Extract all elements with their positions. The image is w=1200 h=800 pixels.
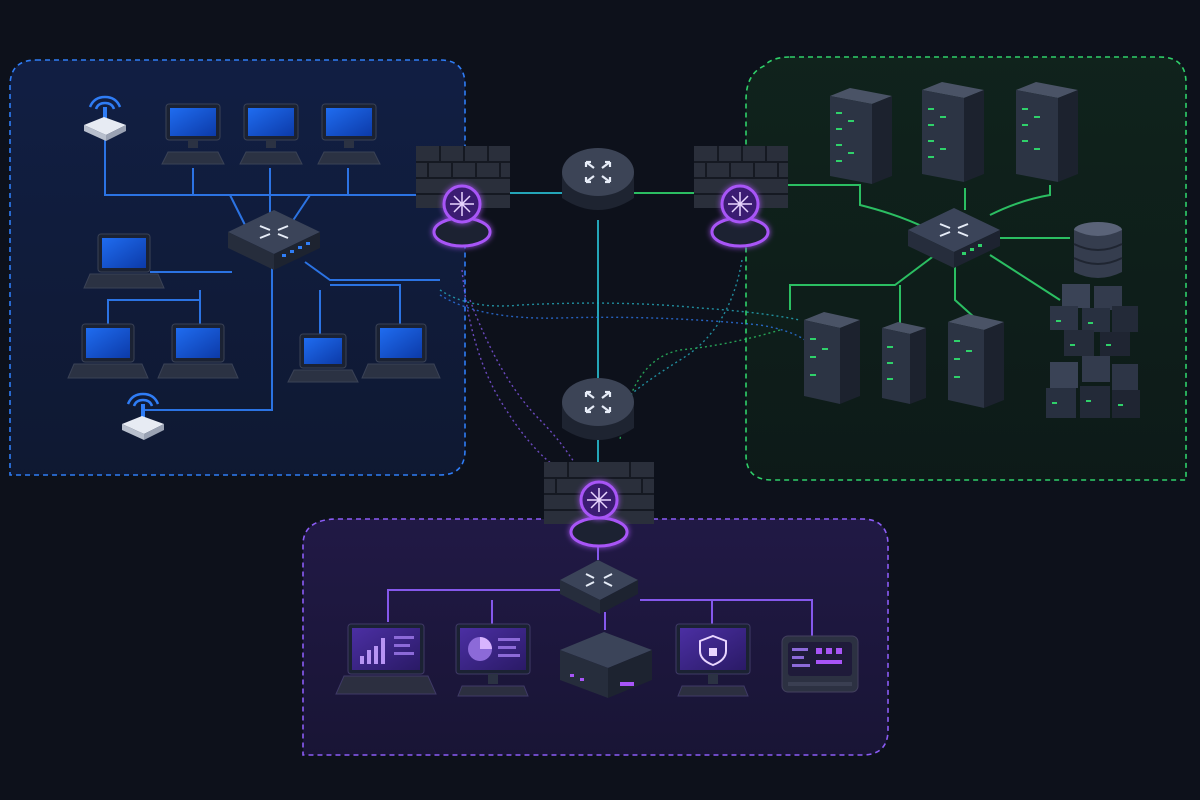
bar-graph-icon	[360, 638, 385, 664]
server-rack[interactable]	[1016, 82, 1078, 182]
router-arrows-icon	[584, 160, 612, 184]
database-icon[interactable]	[1073, 222, 1123, 278]
shield-icon	[699, 634, 727, 667]
laptop-analytics[interactable]	[335, 623, 437, 695]
switch-arrows-icon	[259, 225, 289, 239]
network-switch[interactable]	[908, 208, 1000, 268]
laptop-computer[interactable]	[157, 323, 239, 379]
desktop-security[interactable]	[675, 623, 751, 697]
network-switch[interactable]	[560, 560, 638, 614]
server-zone-links	[625, 184, 1070, 325]
router-arrows-icon	[584, 390, 612, 414]
server-rack[interactable]	[830, 88, 892, 184]
laptop-computer[interactable]	[287, 333, 359, 383]
zone-user-network	[9, 59, 466, 476]
firewall-bottom[interactable]	[544, 462, 654, 548]
shield-grid-icon	[587, 488, 611, 512]
core-router-bottom[interactable]	[562, 378, 634, 440]
control-panel[interactable]	[781, 635, 859, 693]
wifi-access-point[interactable]	[84, 95, 126, 141]
laptop-computer[interactable]	[83, 233, 165, 289]
server-rack[interactable]	[922, 82, 984, 182]
firewall-left[interactable]	[416, 146, 510, 248]
shield-grid-icon	[450, 192, 474, 216]
server-cluster[interactable]	[1050, 284, 1138, 356]
server-rack[interactable]	[804, 312, 860, 404]
firewall-right[interactable]	[694, 146, 788, 248]
laptop-computer[interactable]	[67, 323, 149, 379]
pie-chart-icon	[468, 637, 492, 661]
network-appliance[interactable]	[560, 632, 652, 698]
desktop-computer[interactable]	[161, 103, 225, 165]
server-cluster[interactable]	[1046, 356, 1140, 418]
wifi-access-point[interactable]	[122, 392, 164, 440]
server-rack[interactable]	[948, 314, 1004, 408]
core-router-top[interactable]	[562, 148, 634, 210]
desktop-computer[interactable]	[317, 103, 381, 165]
laptop-computer[interactable]	[361, 323, 441, 379]
network-switch[interactable]	[228, 210, 320, 270]
server-rack[interactable]	[882, 322, 926, 404]
switch-arrows-icon	[939, 223, 969, 237]
switch-arrows-icon	[585, 573, 613, 587]
shield-grid-icon	[728, 192, 752, 216]
desktop-computer[interactable]	[239, 103, 303, 165]
desktop-dashboard[interactable]	[455, 623, 531, 697]
